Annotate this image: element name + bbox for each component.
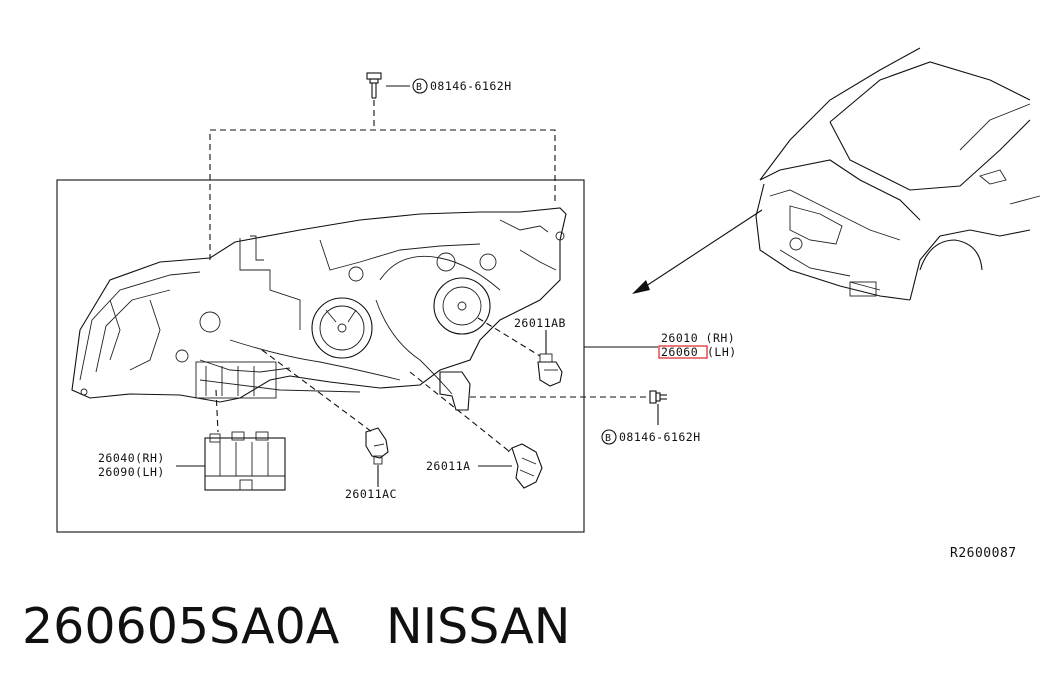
bulb-ab-dashed-leader bbox=[477, 317, 541, 357]
cover-lh-label: 26090(LH) bbox=[98, 465, 165, 479]
ref-code: R2600087 bbox=[950, 546, 1017, 561]
bulb-a-label: 26011A bbox=[426, 459, 471, 473]
headlamp-body-drawing bbox=[71, 207, 567, 411]
cover-rh-label: 26040(RH) bbox=[98, 451, 165, 465]
bulb-ac-dashed-leader bbox=[261, 349, 373, 433]
assembly-rh-label: 26010 (RH) bbox=[661, 331, 735, 345]
svg-text:B: B bbox=[416, 82, 423, 93]
bulb-ac-label: 26011AC bbox=[345, 487, 397, 501]
right-bolt-icon bbox=[649, 390, 667, 425]
svg-text:B: B bbox=[605, 433, 612, 444]
assembly-lh-suffix: (LH) bbox=[707, 345, 737, 359]
part-caption: 260605SA0A NISSAN bbox=[22, 598, 570, 655]
bulb-ab-drawing bbox=[537, 353, 563, 387]
assembly-lh-code: 26060 bbox=[661, 345, 698, 359]
bolt-right-badge-icon: B bbox=[601, 429, 617, 445]
locator-arrow bbox=[632, 209, 763, 294]
bolt-top-label: 08146-6162H bbox=[430, 79, 512, 93]
highlight-box bbox=[658, 345, 708, 359]
bulb-a-drawing bbox=[507, 443, 543, 489]
cover-part-drawing bbox=[204, 431, 286, 491]
vehicle-locator-drawing bbox=[755, 47, 1041, 301]
bolt-top-badge-icon: B bbox=[412, 78, 428, 94]
brand-name: NISSAN bbox=[386, 598, 571, 655]
bulb-ac-drawing bbox=[365, 427, 389, 465]
cover-dashed-leader bbox=[215, 389, 219, 433]
assembly-frame bbox=[56, 179, 585, 533]
part-number: 260605SA0A bbox=[22, 598, 340, 655]
top-bolt-icon bbox=[366, 72, 410, 99]
top-bolt-dashed-path bbox=[209, 100, 556, 260]
bolt-right-label: 08146-6162H bbox=[619, 430, 701, 444]
bulb-a-dashed-leader bbox=[409, 371, 511, 453]
bulb-ab-label: 26011AB bbox=[514, 316, 566, 330]
